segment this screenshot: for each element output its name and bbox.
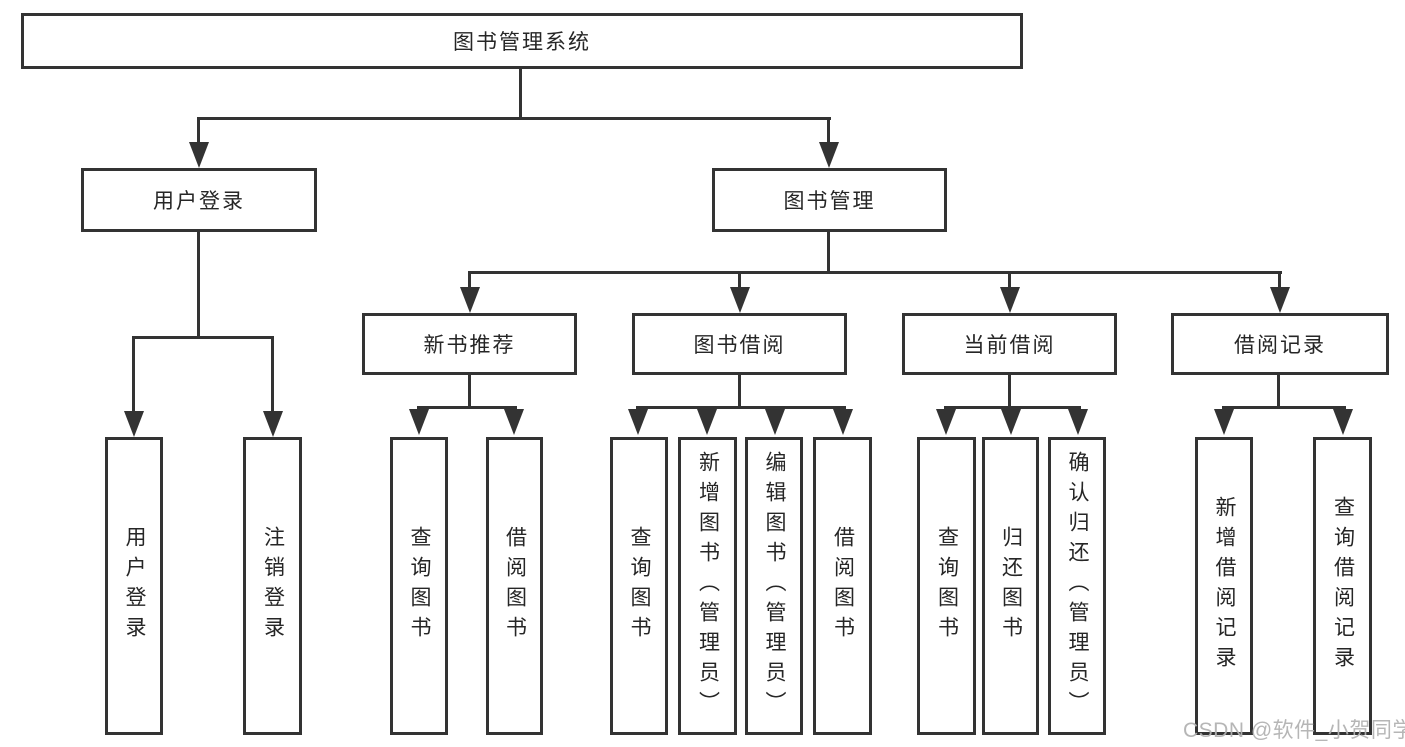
leaf-borrow-borrow: 借阅图书 bbox=[813, 437, 872, 735]
connector-line bbox=[519, 69, 522, 119]
connector-line bbox=[417, 406, 517, 409]
connector-line bbox=[468, 273, 471, 289]
connector-line bbox=[944, 406, 1081, 409]
arrow-down-icon bbox=[628, 409, 648, 435]
arrow-down-icon bbox=[936, 409, 956, 435]
node-book-borrow: 图书借阅 bbox=[632, 313, 847, 375]
arrow-down-icon bbox=[1001, 409, 1021, 435]
leaf-logout: 注销登录 bbox=[243, 437, 302, 735]
arrow-down-icon bbox=[460, 287, 480, 313]
connector-line bbox=[1008, 375, 1011, 406]
connector-line bbox=[1008, 273, 1011, 289]
arrow-down-icon bbox=[765, 409, 785, 435]
leaf-current-confirm-admin: 确认归还（管理员） bbox=[1048, 437, 1106, 735]
node-new-book-recommend: 新书推荐 bbox=[362, 313, 577, 375]
connector-line bbox=[1277, 375, 1280, 406]
csdn-watermark: CSDN @软件_小贺同学 bbox=[1183, 719, 1405, 742]
node-root: 图书管理系统 bbox=[21, 13, 1023, 69]
arrow-down-icon bbox=[1333, 409, 1353, 435]
arrow-down-icon bbox=[409, 409, 429, 435]
connector-line bbox=[1278, 273, 1281, 289]
connector-line bbox=[271, 338, 274, 413]
connector-line bbox=[197, 117, 831, 120]
connector-line bbox=[738, 375, 741, 406]
arrow-down-icon bbox=[1214, 409, 1234, 435]
leaf-borrow-query: 查询图书 bbox=[610, 437, 668, 735]
arrow-down-icon bbox=[730, 287, 750, 313]
connector-line bbox=[468, 271, 1282, 274]
arrow-down-icon bbox=[697, 409, 717, 435]
arrow-down-icon bbox=[1270, 287, 1290, 313]
arrow-down-icon bbox=[504, 409, 524, 435]
leaf-user-login: 用户登录 bbox=[105, 437, 163, 735]
leaf-borrow-add-admin: 新增图书（管理员） bbox=[678, 437, 737, 735]
arrow-down-icon bbox=[819, 142, 839, 168]
leaf-records-add: 新增借阅记录 bbox=[1195, 437, 1253, 735]
connector-line bbox=[636, 406, 846, 409]
node-borrow-records: 借阅记录 bbox=[1171, 313, 1389, 375]
arrow-down-icon bbox=[124, 411, 144, 437]
arrow-down-icon bbox=[833, 409, 853, 435]
connector-line bbox=[827, 232, 830, 271]
connector-line bbox=[827, 119, 830, 144]
connector-line bbox=[738, 273, 741, 289]
leaf-current-return: 归还图书 bbox=[982, 437, 1039, 735]
node-user-login: 用户登录 bbox=[81, 168, 317, 232]
connector-line bbox=[197, 119, 200, 144]
arrow-down-icon bbox=[1068, 409, 1088, 435]
connector-line bbox=[197, 232, 200, 336]
leaf-borrow-edit-admin: 编辑图书（管理员） bbox=[745, 437, 803, 735]
arrow-down-icon bbox=[263, 411, 283, 437]
leaf-records-query: 查询借阅记录 bbox=[1313, 437, 1372, 735]
connector-line bbox=[1222, 406, 1346, 409]
arrow-down-icon bbox=[1000, 287, 1020, 313]
connector-line bbox=[132, 336, 274, 339]
arrow-down-icon bbox=[189, 142, 209, 168]
connector-line bbox=[468, 375, 471, 406]
leaf-newbook-query: 查询图书 bbox=[390, 437, 448, 735]
leaf-current-query: 查询图书 bbox=[917, 437, 976, 735]
node-current-borrow: 当前借阅 bbox=[902, 313, 1117, 375]
connector-line bbox=[132, 338, 135, 413]
node-book-management: 图书管理 bbox=[712, 168, 947, 232]
leaf-newbook-borrow: 借阅图书 bbox=[486, 437, 543, 735]
